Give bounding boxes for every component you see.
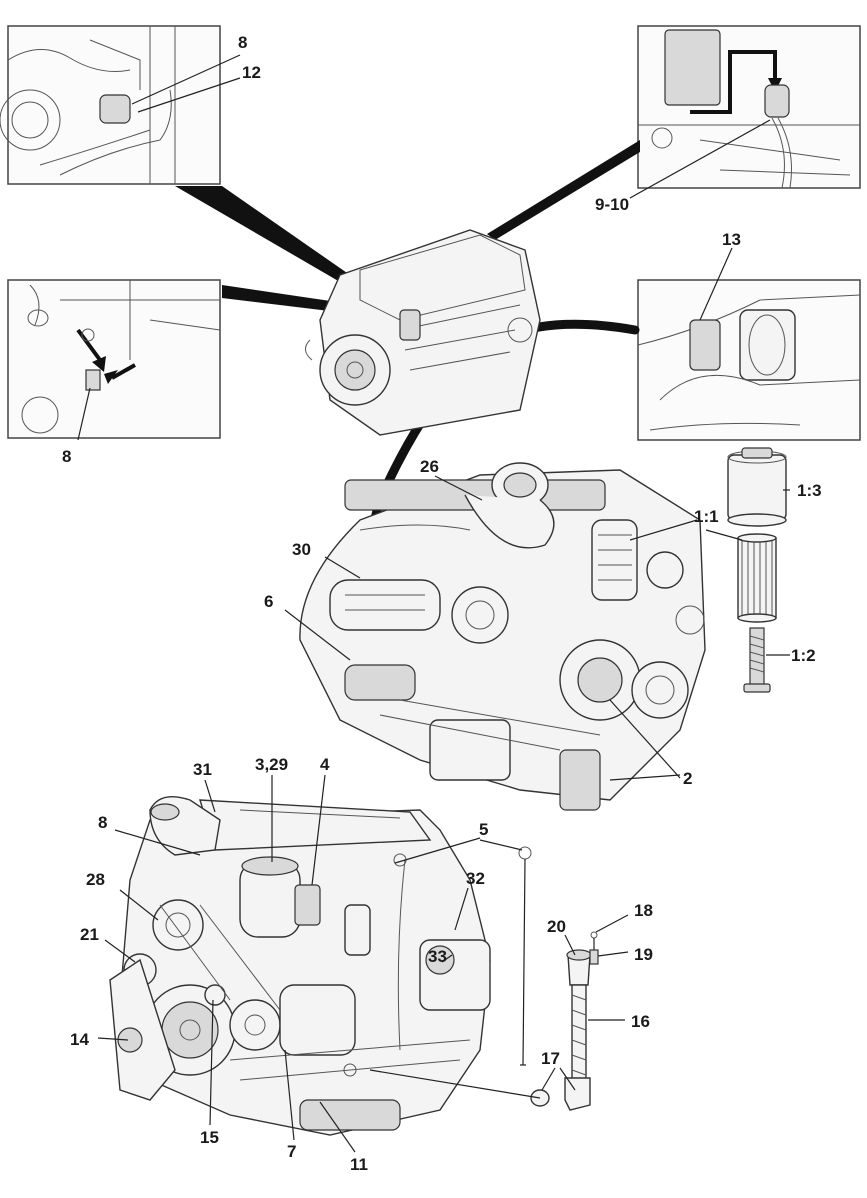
callout-21: 21 <box>80 925 99 944</box>
callout-1-3: 1:3 <box>797 481 822 500</box>
oil-filler-parts <box>530 931 599 1111</box>
callout-14: 14 <box>70 1030 89 1049</box>
callout-19: 19 <box>634 945 653 964</box>
callout-3-29: 3,29 <box>255 755 288 774</box>
callout-9-10: 9-10 <box>595 195 629 214</box>
detail-frame-mid-left <box>7 279 221 439</box>
callout-labels: 8 12 9-10 13 8 26 30 6 1:3 1:1 1:2 2 31 … <box>62 33 822 1174</box>
callout-17: 17 <box>541 1049 560 1068</box>
callout-33: 33 <box>428 947 447 966</box>
dipstick <box>518 846 532 1066</box>
callout-1-1: 1:1 <box>694 507 719 526</box>
callout-16: 16 <box>631 1012 650 1031</box>
callout-8-mid: 8 <box>62 447 71 466</box>
engine-bottom <box>109 796 491 1136</box>
detail-frame-mid-right <box>637 279 861 441</box>
callout-7: 7 <box>287 1142 296 1161</box>
engine-mid <box>299 462 706 811</box>
callout-4: 4 <box>320 755 330 774</box>
callout-18: 18 <box>634 901 653 920</box>
callout-26: 26 <box>420 457 439 476</box>
callout-2: 2 <box>683 769 692 788</box>
callout-30: 30 <box>292 540 311 559</box>
callout-11: 11 <box>350 1155 368 1174</box>
callout-1-2: 1:2 <box>791 646 816 665</box>
callout-8-top: 8 <box>238 33 247 52</box>
callout-8-bottom: 8 <box>98 813 107 832</box>
detail-frame-top-left <box>0 25 221 185</box>
callout-20: 20 <box>547 917 566 936</box>
callout-5: 5 <box>479 820 488 839</box>
filter-parts <box>727 447 787 693</box>
detail-frame-top-right <box>637 25 861 189</box>
callout-13: 13 <box>722 230 741 249</box>
callout-28: 28 <box>86 870 105 889</box>
callout-32: 32 <box>466 869 485 888</box>
callout-15: 15 <box>200 1128 219 1147</box>
engine-small <box>305 229 541 436</box>
callout-31: 31 <box>193 760 212 779</box>
callout-12: 12 <box>242 63 261 82</box>
callout-6: 6 <box>264 592 273 611</box>
callout-leaders <box>77 54 790 1153</box>
